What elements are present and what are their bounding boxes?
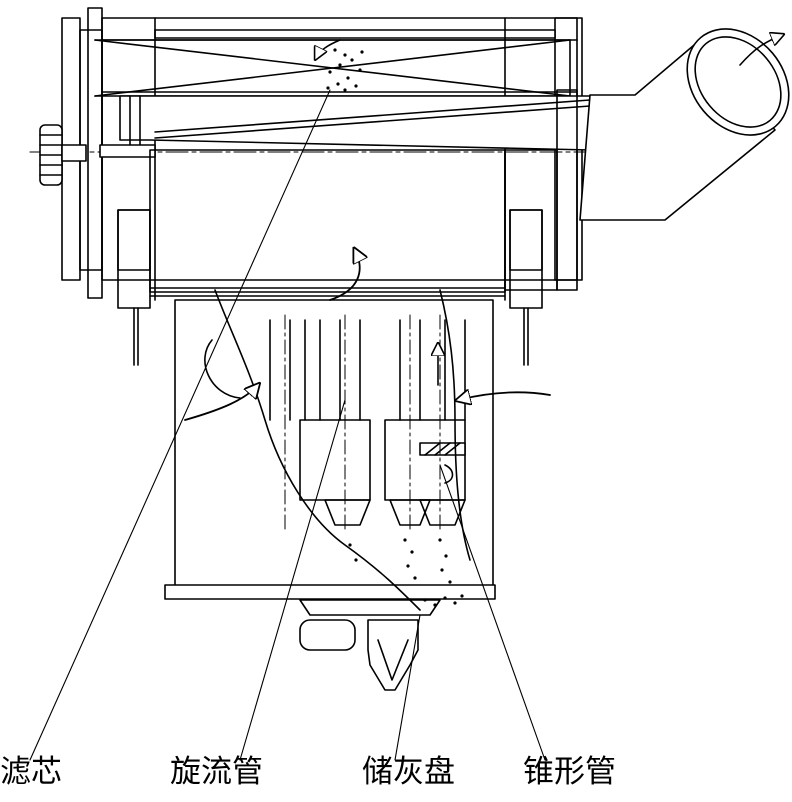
cyclone-tube-left	[269, 319, 371, 526]
swirl-cone	[444, 464, 454, 484]
outlet-flow-arrow	[739, 35, 782, 66]
adjustment-knob	[39, 124, 156, 186]
label-filter-element: 滤芯	[0, 754, 62, 790]
leader-filter-element	[29, 89, 331, 761]
housing-body	[149, 89, 578, 297]
label-cone-tube: 锥形管	[523, 754, 616, 790]
swirl-left	[204, 339, 241, 399]
filter-element-top	[94, 39, 571, 97]
inlet-flow-arrow-right	[458, 392, 551, 400]
center-flow-arrow	[329, 250, 360, 301]
label-cyclone-tube: 旋流管	[170, 754, 263, 790]
outlet-duct	[579, 28, 790, 221]
cyclone-tube-right	[384, 319, 466, 526]
leader-dust-tray	[394, 614, 421, 761]
side-bracket-right	[509, 209, 543, 366]
section-cut-right	[439, 289, 471, 561]
filter-flow-arrow	[316, 39, 341, 58]
side-bracket-left	[117, 209, 151, 366]
label-dust-tray: 储灰盘	[362, 754, 455, 790]
tapered-inner-tube	[119, 95, 591, 151]
leader-cyclone-tube	[239, 399, 346, 761]
section-cut-left	[214, 289, 421, 611]
dust-particles	[326, 48, 464, 607]
inlet-flow-arrow-left	[184, 385, 258, 421]
leader-cone-tube	[439, 464, 546, 761]
cyclone-housing	[164, 299, 496, 691]
